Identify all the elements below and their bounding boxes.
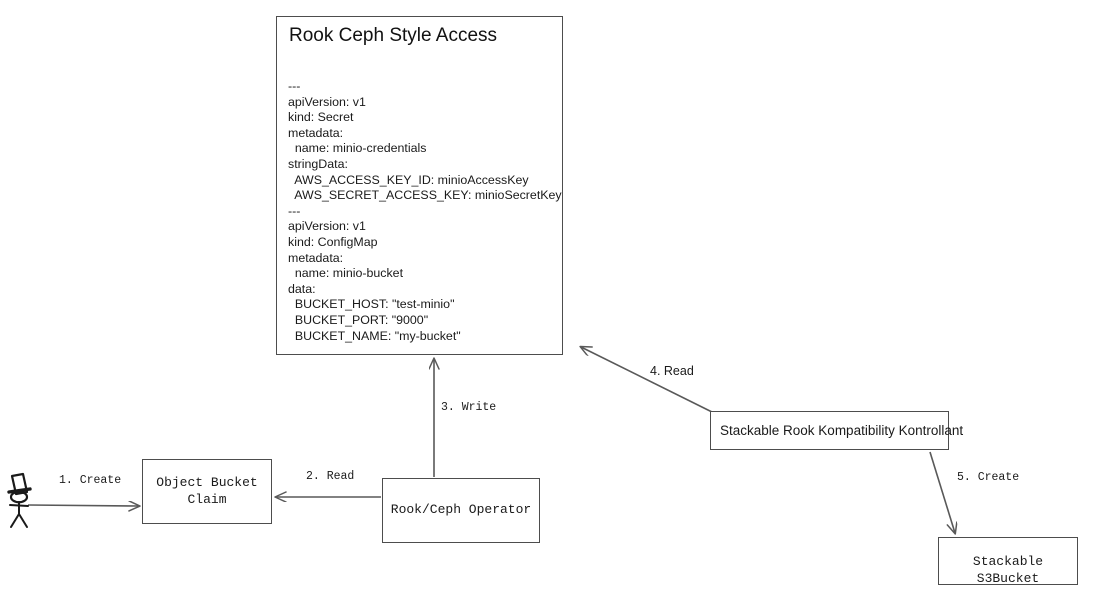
node-object-bucket-claim[interactable]: Object Bucket Claim (142, 459, 272, 524)
node-rook-ceph-operator[interactable]: Rook/Ceph Operator (382, 478, 540, 543)
edge-5-label: 5. Create (957, 471, 1020, 484)
actor-stick-figure-icon (7, 472, 32, 528)
edge-3-label: 3. Write (441, 401, 497, 414)
yaml-card-body: --- apiVersion: v1 kind: Secret metadata… (288, 79, 562, 343)
object-bucket-claim-label: Object Bucket Claim (156, 475, 258, 507)
rook-ceph-operator-label: Rook/Ceph Operator (390, 502, 532, 517)
node-stackable-s3bucket[interactable]: Stackable S3Bucket (938, 537, 1078, 586)
node-rook-ceph-style-access[interactable]: Rook Ceph Style Access --- apiVersion: v… (276, 16, 563, 355)
yaml-card-title: Rook Ceph Style Access (289, 25, 498, 46)
edge-1-label: 1. Create (59, 474, 122, 487)
edge-4-label: 4. Read (650, 364, 694, 378)
edge-1-create-arrow (27, 505, 139, 506)
stackable-rook-kompatibility-kontrollant-label: Stackable Rook Kompatibility Kontrollant (720, 423, 964, 438)
edge-5-create-arrow (929, 451, 955, 533)
edge-4-read-arrow (581, 347, 713, 413)
stackable-s3bucket-label: Stackable S3Bucket (972, 554, 1044, 586)
node-stackable-rook-kompatibility-kontrollant[interactable]: Stackable Rook Kompatibility Kontrollant (710, 411, 963, 450)
edge-2-label: 2. Read (306, 470, 355, 483)
